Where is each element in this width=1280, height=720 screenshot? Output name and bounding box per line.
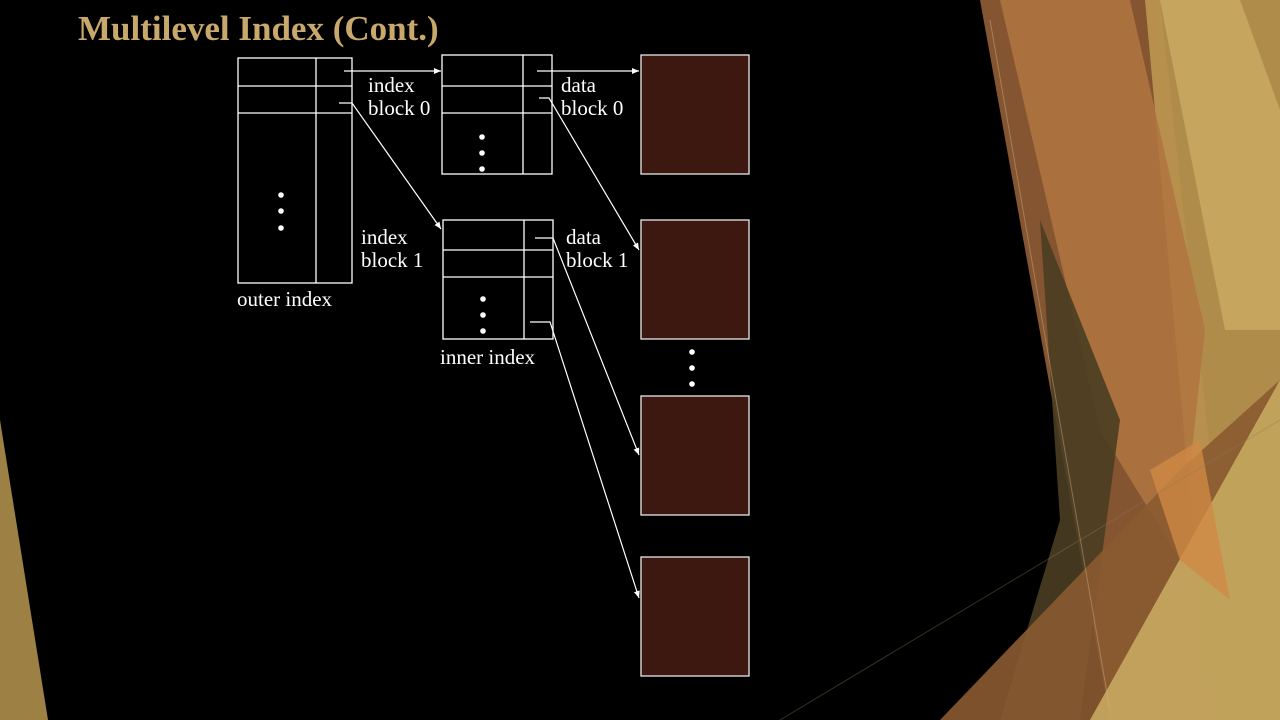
data-block-1-box	[640, 219, 750, 340]
index-block-0-label: index block 0	[368, 73, 430, 120]
thin-accent-line-2	[779, 419, 1280, 720]
right-light-gold-facet	[1160, 0, 1280, 330]
outer-index	[237, 57, 353, 284]
thin-accent-line	[989, 19, 1111, 711]
bottom-orange-facet	[1150, 440, 1230, 600]
index-block-1-ellipsis	[480, 296, 486, 334]
data-block-2-box	[640, 395, 750, 516]
mid-orange-facet	[1000, 0, 1205, 560]
arrow-index-1-to-data-3	[530, 321, 640, 599]
data-block-0-label: data block 0	[561, 73, 623, 120]
index-block-1	[442, 219, 554, 340]
arrow-index-1-to-data-2	[535, 237, 640, 456]
data-blocks-ellipsis	[689, 349, 695, 387]
outer-index-ellipsis	[278, 192, 284, 231]
data-block-1-label: data block 1	[566, 225, 628, 272]
left-edge-facet	[0, 420, 48, 720]
data-block-3-box	[640, 556, 750, 677]
slide-title: Multilevel Index (Cont.)	[78, 9, 439, 48]
outer-index-label: outer index	[237, 287, 333, 311]
index-block-1-label: index block 1	[361, 225, 423, 272]
arrow-index-0-to-data-1	[539, 97, 640, 251]
index-block-0	[441, 54, 553, 175]
data-blocks	[640, 54, 750, 677]
pointer-arrows	[339, 68, 640, 599]
index-block-0-ellipsis	[479, 134, 485, 172]
arrow-outer-to-index-block-1	[339, 102, 442, 230]
inner-index-label: inner index	[440, 345, 536, 369]
data-block-0-box	[640, 54, 750, 175]
